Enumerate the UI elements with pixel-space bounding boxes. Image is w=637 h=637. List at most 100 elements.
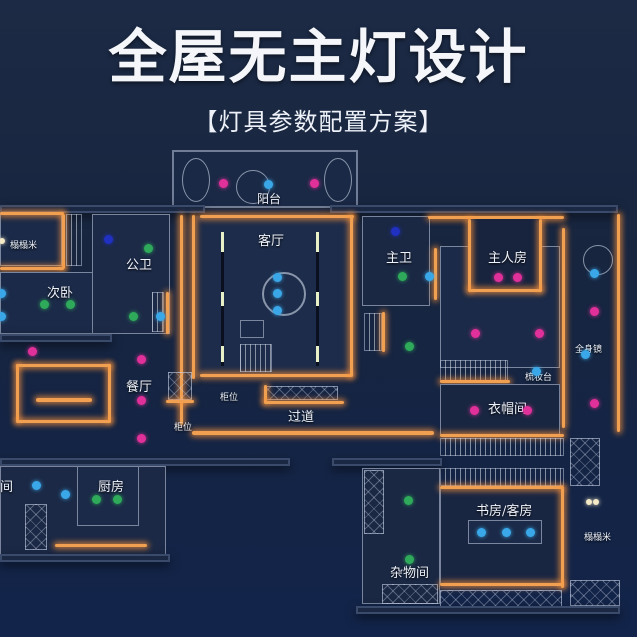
light-dot-blue [272,272,282,282]
led-strip [468,289,542,292]
light-dot-blue [501,527,511,537]
led-strip [0,267,64,270]
cabinet [25,504,47,550]
room-label-tatami-right: 榻榻米 [584,533,612,543]
cabinet [570,438,600,486]
led-strip [428,216,564,219]
led-strip [617,214,620,432]
linear-light [221,232,224,366]
wall-kitchen-top [0,458,290,466]
light-dot-green [91,494,101,504]
light-dot-green [39,299,49,309]
room-label-kitchen: 厨房 [98,480,125,495]
room-label-cabinet-2: 柜位 [174,423,193,433]
led-strip [264,401,344,404]
light-dot-blue [476,527,486,537]
led-strip [468,219,471,291]
led-strip [192,215,195,379]
coffee-table [240,320,264,338]
rug [240,344,272,372]
light-dot-blue [263,179,273,189]
light-dot-blue [0,288,6,298]
led-strip [55,544,147,547]
page-title: 全屋无主灯设计 [108,23,529,91]
light-dot-warm [592,498,599,505]
light-dot-magenta [522,405,532,415]
light-dot-warm [585,498,592,505]
led-strip [440,434,564,437]
led-strip [350,215,353,377]
light-dot-green [65,299,75,309]
room-label-second-bedroom: 次卧 [47,286,74,301]
room-label-study-guest-room: 书房/客房 [476,504,533,519]
led-strip [200,215,354,218]
light-dot-magenta [136,433,146,443]
led-strip [264,385,267,403]
light-dot-blue [531,366,541,376]
room-label-vanity: 梳妆台 [525,373,553,383]
led-strip [0,212,64,215]
wardrobe-rack [440,360,508,382]
led-strip [561,488,564,588]
wall-study-bottom [356,606,620,614]
wall-mid-left [0,334,112,342]
cabinet [168,372,192,400]
led-strip [440,380,510,383]
led-strip [166,400,194,403]
room-label-storage-room: 杂物间 [390,566,430,581]
light-dot-blue [272,305,282,315]
room-label-left-edge: 间 [0,480,14,495]
light-dot-warm [0,237,5,244]
led-strip [36,398,92,402]
second-bedroom [0,272,108,334]
led-strip [16,364,111,367]
led-strip [200,374,352,377]
room-label-living-room: 客厅 [258,234,285,249]
light-dot-blue [0,311,6,321]
room-label-master-bedroom: 主人房 [488,251,528,266]
shelf [364,313,382,351]
wall-top-right [330,205,618,213]
master-bath [362,216,430,306]
led-strip [180,215,183,425]
light-dot-magenta [512,272,522,282]
shelf [364,470,384,534]
led-strip [192,431,434,435]
wardrobe-rack [440,468,564,486]
light-dot-green [112,494,122,504]
led-strip [382,312,385,352]
light-dot-green [404,554,414,564]
kitchen-counter [77,466,139,526]
led-strip [434,248,437,300]
light-dot-deep-blue [390,226,400,236]
led-strip [108,364,111,422]
light-dot-magenta [27,346,37,356]
led-strip [562,228,565,428]
light-dot-magenta [470,328,480,338]
led-strip [539,219,542,291]
room-label-cabinet-1: 柜位 [220,393,239,403]
light-dot-deep-blue [103,234,113,244]
master-bedroom-bed [469,219,541,291]
room-label-public-bath: 公卫 [126,258,153,273]
led-strip [440,583,564,586]
light-dot-magenta [136,395,146,405]
light-dot-green [397,271,407,281]
tatami-room-left [0,214,62,266]
wardrobe [66,214,82,266]
light-dot-magenta [589,398,599,408]
cabinet [266,386,338,400]
room-label-dining-room: 餐厅 [126,380,153,395]
light-dot-magenta [589,306,599,316]
light-dot-blue [424,271,434,281]
light-dot-blue [155,311,165,321]
light-dot-magenta [136,354,146,364]
light-dot-blue [60,489,70,499]
light-dot-magenta [469,405,479,415]
light-dot-green [404,341,414,351]
room-label-tatami-left: 榻榻米 [10,241,38,251]
plant-icon [182,158,210,202]
light-dot-magenta [309,178,319,188]
light-dot-blue [272,288,282,298]
